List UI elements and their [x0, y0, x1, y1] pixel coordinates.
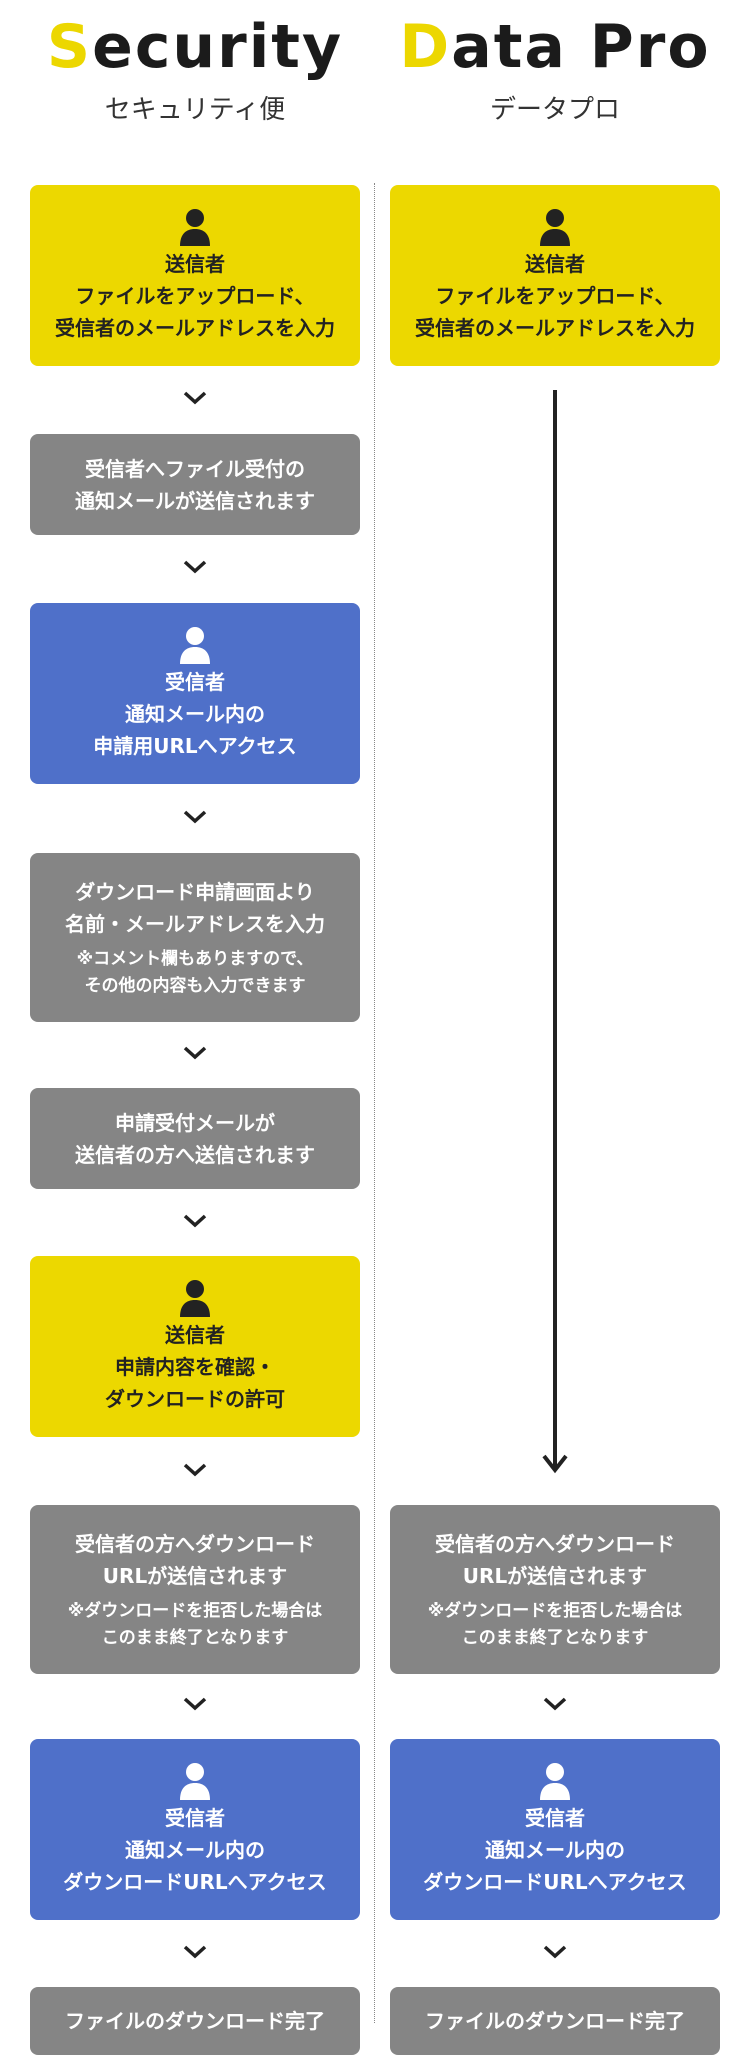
- step-note: ※ダウンロードを拒否した場合は: [67, 1600, 323, 1621]
- chevron-down-icon: [183, 810, 207, 824]
- person-icon: [180, 208, 210, 246]
- security-title-rest: ecurity: [92, 12, 344, 82]
- step-line: 通知メール内の: [125, 701, 265, 726]
- recipient-access-step: 受信者 通知メール内の 申請用URLへアクセス: [30, 603, 360, 784]
- step-line: 申請受付メールが: [115, 1110, 275, 1135]
- person-icon: [180, 1279, 210, 1317]
- request-received-step: 申請受付メールが 送信者の方へ送信されます: [30, 1088, 360, 1189]
- chevron-down-icon: [543, 1697, 567, 1711]
- security-subtitle: セキュリティ便: [104, 95, 286, 125]
- step-line: ファイルのダウンロード完了: [65, 2009, 325, 2033]
- step-line: 受信者のメールアドレスを入力: [415, 315, 695, 340]
- chevron-down-icon: [183, 391, 207, 405]
- sender-approval-step: 送信者 申請内容を確認・ ダウンロードの許可: [30, 1256, 360, 1437]
- person-icon: [180, 626, 210, 664]
- recipient-download-access-step: 受信者 通知メール内の ダウンロードURLへアクセス: [390, 1739, 720, 1920]
- step-line: 通知メール内の: [125, 1837, 265, 1862]
- step-line: 申請用URLへアクセス: [93, 733, 297, 758]
- step-line: ファイルをアップロード、: [75, 283, 315, 308]
- step-role: 受信者: [165, 1805, 225, 1830]
- step-line: URLが送信されます: [102, 1563, 288, 1588]
- security-title: Security: [30, 12, 360, 82]
- step-note: ※ダウンロードを拒否した場合は: [427, 1600, 683, 1621]
- long-down-arrow-icon: [542, 390, 568, 1474]
- chevron-down-icon: [183, 1697, 207, 1711]
- step-line: ファイルをアップロード、: [435, 283, 675, 308]
- sender-upload-step: 送信者 ファイルをアップロード、 受信者のメールアドレスを入力: [390, 185, 720, 366]
- step-line: 受信者の方へダウンロード: [75, 1531, 315, 1556]
- security-title-accent: S: [46, 12, 93, 82]
- step-line: 受信者へファイル受付の: [85, 456, 305, 481]
- step-role: 送信者: [165, 251, 225, 276]
- step-role: 受信者: [165, 669, 225, 694]
- chevron-down-icon: [183, 1463, 207, 1477]
- data-pro-title: Data Pro: [390, 12, 720, 82]
- step-role: 送信者: [525, 251, 585, 276]
- sender-upload-step: 送信者 ファイルをアップロード、 受信者のメールアドレスを入力: [30, 185, 360, 366]
- chevron-down-icon: [183, 560, 207, 574]
- step-line: ダウンロードURLへアクセス: [63, 1869, 327, 1894]
- data-pro-title-accent: D: [399, 12, 452, 82]
- step-line: URLが送信されます: [462, 1563, 648, 1588]
- download-complete-step: ファイルのダウンロード完了: [390, 1987, 720, 2055]
- person-icon: [540, 1762, 570, 1800]
- data-pro-title-rest: ata Pro: [451, 12, 711, 82]
- step-line: 受信者の方へダウンロード: [435, 1531, 675, 1556]
- download-url-sent-step: 受信者の方へダウンロード URLが送信されます ※ダウンロードを拒否した場合は …: [30, 1505, 360, 1674]
- data-pro-subtitle: データプロ: [489, 95, 620, 125]
- column-divider: [374, 183, 375, 2023]
- step-line: 申請内容を確認・: [115, 1354, 275, 1379]
- person-icon: [180, 1762, 210, 1800]
- step-note: このまま終了となります: [101, 1627, 289, 1648]
- chevron-down-icon: [183, 1945, 207, 1959]
- person-icon: [540, 208, 570, 246]
- step-role: 送信者: [165, 1322, 225, 1347]
- step-line: 通知メールが送信されます: [75, 488, 315, 513]
- step-line: ファイルのダウンロード完了: [425, 2009, 685, 2033]
- step-line: 送信者の方へ送信されます: [75, 1142, 315, 1167]
- step-note: このまま終了となります: [461, 1627, 649, 1648]
- step-note: ※コメント欄もありますので、: [76, 948, 314, 969]
- chevron-down-icon: [543, 1945, 567, 1959]
- step-line: ダウンロードURLへアクセス: [423, 1869, 687, 1894]
- download-url-sent-step: 受信者の方へダウンロード URLが送信されます ※ダウンロードを拒否した場合は …: [390, 1505, 720, 1674]
- chevron-down-icon: [183, 1214, 207, 1228]
- step-line: ダウンロード申請画面より: [75, 879, 315, 904]
- step-line: 受信者のメールアドレスを入力: [55, 315, 335, 340]
- request-form-step: ダウンロード申請画面より 名前・メールアドレスを入力 ※コメント欄もありますので…: [30, 853, 360, 1022]
- step-line: 通知メール内の: [485, 1837, 625, 1862]
- chevron-down-icon: [183, 1046, 207, 1060]
- notification-sent-step: 受信者へファイル受付の 通知メールが送信されます: [30, 434, 360, 535]
- step-role: 受信者: [525, 1805, 585, 1830]
- step-line: ダウンロードの許可: [105, 1386, 285, 1411]
- download-complete-step: ファイルのダウンロード完了: [30, 1987, 360, 2055]
- step-line: 名前・メールアドレスを入力: [65, 911, 325, 936]
- step-note: その他の内容も入力できます: [84, 975, 306, 996]
- recipient-download-access-step: 受信者 通知メール内の ダウンロードURLへアクセス: [30, 1739, 360, 1920]
